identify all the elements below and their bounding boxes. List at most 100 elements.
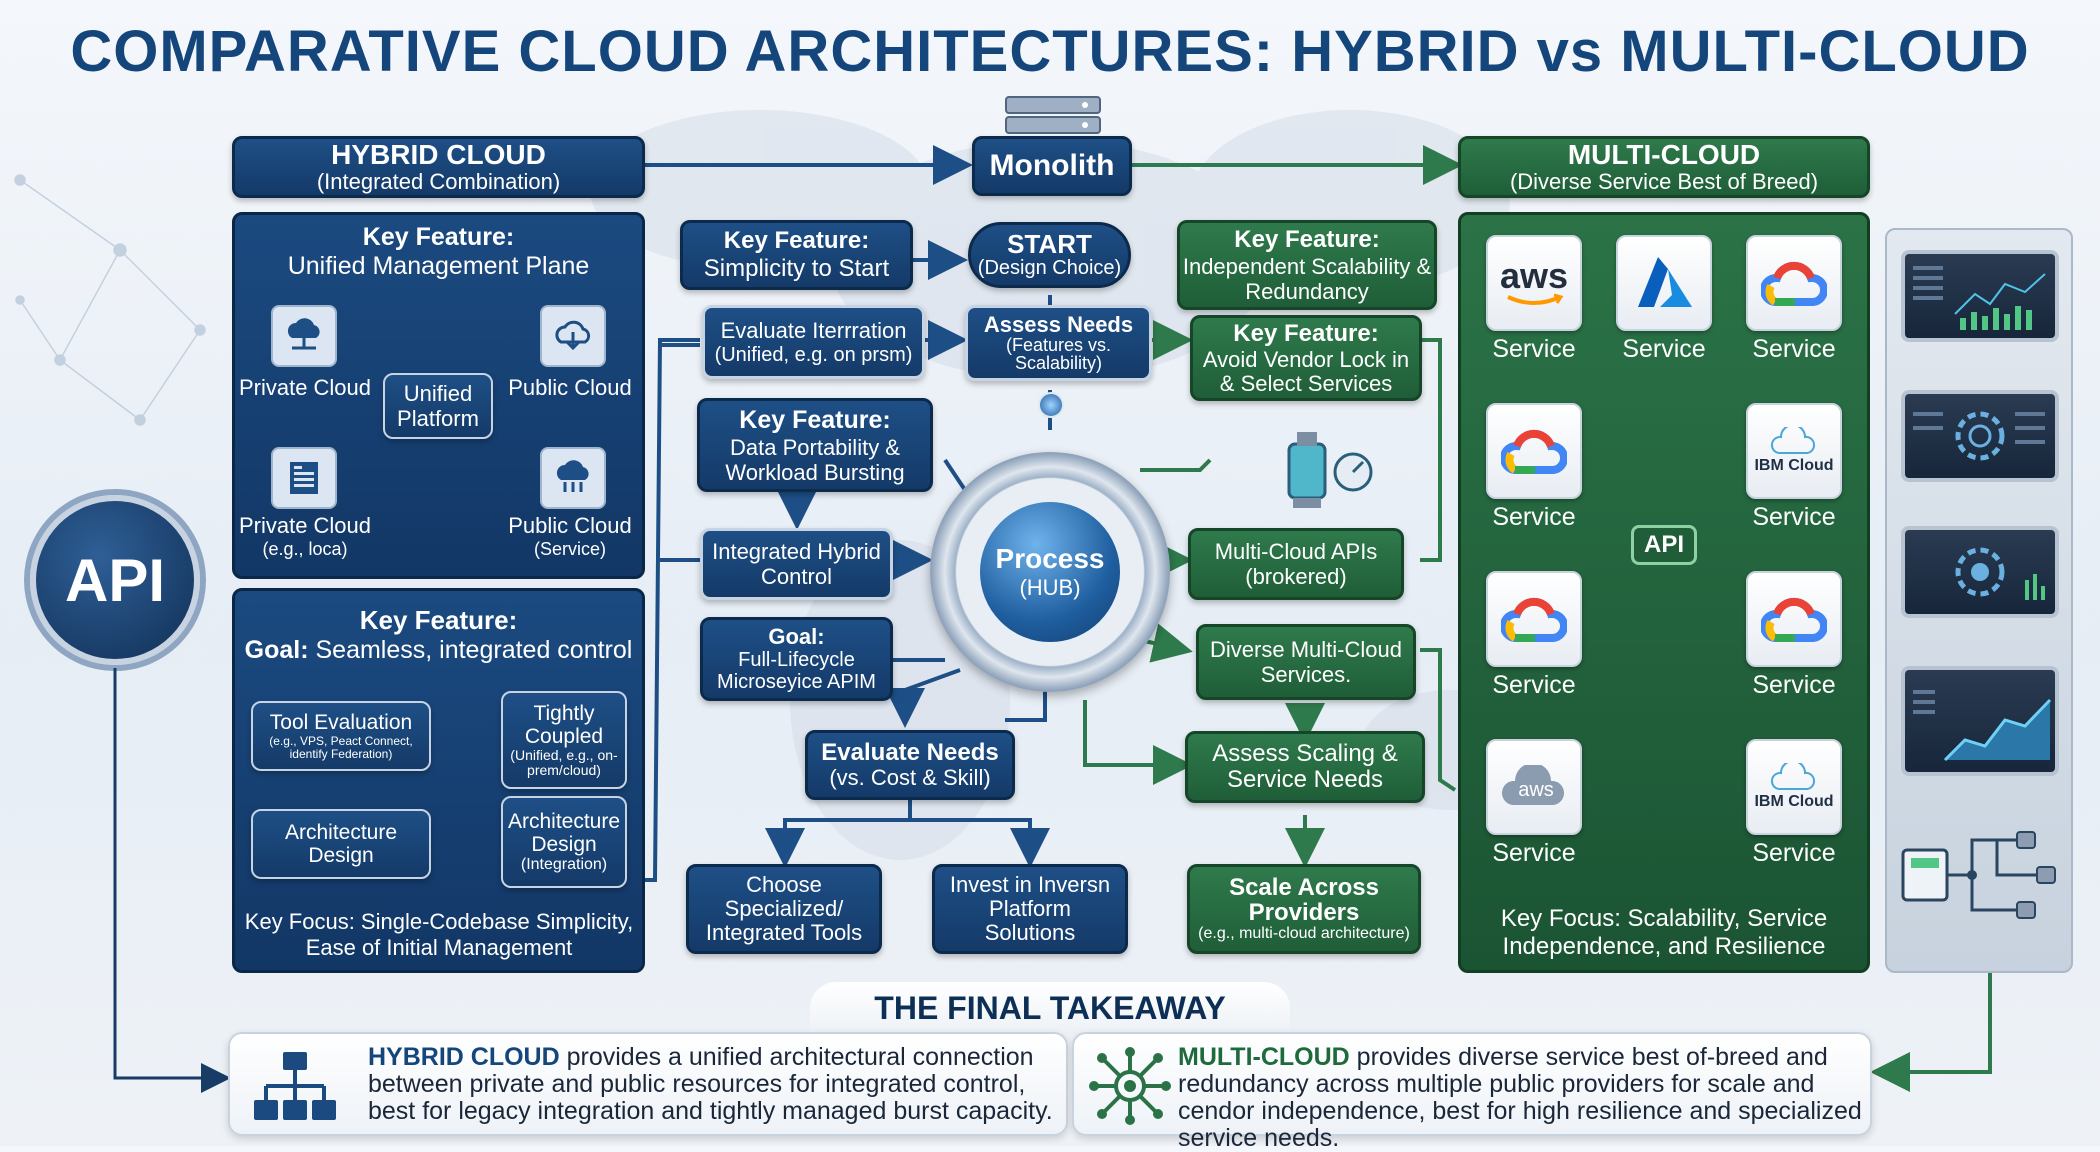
hybrid-cloud-header: HYBRID CLOUD (Integrated Combination) <box>232 136 645 198</box>
start-label: START <box>1007 228 1092 259</box>
multi-cloud-header: MULTI-CLOUD (Diverse Service Best of Bre… <box>1458 136 1870 198</box>
public-cloud-icon <box>540 305 606 367</box>
key-feature-vendor-lock: Key Feature: Avoid Vendor Lock in & Sele… <box>1190 315 1422 401</box>
architecture-design-label: Architecture Design <box>284 821 398 867</box>
evaluate-needs-node: Evaluate Needs (vs. Cost & Skill) <box>805 730 1015 800</box>
multi-takeaway-bold: MULTI-CLOUD <box>1178 1043 1350 1071</box>
service-label-1: Service <box>1492 335 1576 363</box>
aws-cloud-grey-icon[interactable]: aws <box>1486 739 1582 835</box>
multi-cloud-service-panel: aws Service Service Service Service IBM … <box>1458 212 1870 973</box>
process-hub-node: Process (HUB) <box>976 498 1124 646</box>
hybrid-goal-title: Key Feature: <box>359 605 518 635</box>
hybrid-goal-text: Seamless, integrated control <box>315 636 633 664</box>
private-cloud2-sub: (e.g., loca) <box>262 539 348 559</box>
hub-connector-dot <box>1038 392 1064 418</box>
unified-platform-node: Unified Platform <box>383 373 493 439</box>
architecture-design-node: Architecture Design <box>251 809 431 879</box>
goal-apim-node: Goal: Full-Lifecycle Microseyice APIM <box>700 617 893 701</box>
tightly-coupled-label: Tightly Coupled <box>524 702 604 748</box>
multi-key-focus: Key Focus: Scalability, Service Independ… <box>1500 905 1828 960</box>
aws-logo-text: aws <box>1499 255 1569 296</box>
integrated-hybrid-control-node: Integrated Hybrid Control <box>700 528 893 600</box>
service-label-7: Service <box>1752 671 1836 699</box>
hybrid-header-title: HYBRID CLOUD <box>331 139 546 170</box>
ibm-cloud-logo-icon[interactable]: IBM Cloud <box>1746 403 1842 499</box>
kf-simplicity-title: Key Feature: <box>723 227 870 254</box>
scale-across-sub: (e.g., multi-cloud architecture) <box>1198 925 1410 942</box>
monolith-node: Monolith <box>972 136 1132 196</box>
multi-header-subtitle: (Diverse Service Best of Breed) <box>1509 169 1819 194</box>
google-cloud-logo-icon-3[interactable] <box>1486 571 1582 667</box>
api-badge-label: API <box>64 546 166 614</box>
tool-evaluation-sub: (e.g., VPS, Peact Connect, identify Fede… <box>269 734 413 761</box>
evaluate-needs-label: Evaluate Needs <box>821 738 999 766</box>
hybrid-goal-panel: Key Feature: Goal: Seamless, integrated … <box>232 588 645 973</box>
service-label-2: Service <box>1622 335 1706 363</box>
hybrid-takeaway-bold: HYBRID CLOUD <box>368 1043 560 1071</box>
private-cloud-icon <box>271 305 337 367</box>
public-cloud-label: Public Cloud <box>508 375 632 400</box>
service-label-9: Service <box>1752 839 1836 867</box>
multi-api-label: API <box>1643 531 1684 558</box>
hybrid-feature1-text: Unified Management Plane <box>287 252 590 280</box>
hybrid-feature-panel: Key Feature: Unified Management Plane Pr… <box>232 212 645 579</box>
tightly-coupled-sub: (Unified, e.g., on-prem/cloud) <box>510 747 618 778</box>
evaluate-iteration-node: Evaluate Iterrration (Unified, e.g. on p… <box>702 305 925 379</box>
multi-cloud-apis-label: Multi-Cloud APIs (brokered) <box>1214 539 1378 589</box>
hybrid-feature1-title: Key Feature: <box>362 223 515 251</box>
unified-platform-label: Unified Platform <box>397 381 479 431</box>
key-feature-portability: Key Feature: Data Portability & Workload… <box>697 398 933 492</box>
tool-evaluation-node: Tool Evaluation (e.g., VPS, Peact Connec… <box>251 701 431 771</box>
hybrid-takeaway-card: HYBRID CLOUD provides a unified architec… <box>228 1032 1068 1136</box>
scale-across-label: Scale Across Providers <box>1229 874 1379 926</box>
choose-tools-label: Choose Specialized/ Integrated Tools <box>705 872 863 945</box>
assess-scaling-label: Assess Scaling & Service Needs <box>1212 740 1398 793</box>
takeaway-title: THE FINAL TAKEAWAY <box>874 989 1226 1026</box>
service-label-3: Service <box>1752 335 1836 363</box>
process-hub-ring: Process (HUB) <box>930 452 1170 692</box>
scale-across-providers-node: Scale Across Providers (e.g., multi-clou… <box>1187 864 1421 954</box>
takeaway-title-banner: THE FINAL TAKEAWAY <box>810 982 1290 1034</box>
google-cloud-logo-icon-2[interactable] <box>1486 403 1582 499</box>
ibm-cloud-logo-icon-2[interactable]: IBM Cloud <box>1746 739 1842 835</box>
api-badge: API <box>30 495 200 665</box>
assess-needs-sub: (Features vs. Scalability) <box>1005 335 1112 373</box>
key-feature-simplicity: Key Feature: Simplicity to Start <box>680 220 913 290</box>
monitor-settings <box>1901 526 2059 618</box>
process-sub: (HUB) <box>1019 575 1081 600</box>
google-cloud-logo-icon-4[interactable] <box>1746 571 1842 667</box>
kf-portability-text: Data Portability & Workload Bursting <box>725 434 905 485</box>
monitor-line-chart <box>1901 250 2059 342</box>
hybrid-header-subtitle: (Integrated Combination) <box>316 169 561 194</box>
tightly-coupled-node: Tightly Coupled (Unified, e.g., on-prem/… <box>501 691 627 789</box>
goal-apim-text: Full-Lifecycle Microseyice APIM <box>717 649 876 693</box>
key-feature-independent-scalability: Key Feature: Independent Scalability & R… <box>1177 220 1437 310</box>
start-sub: (Design Choice) <box>977 256 1122 279</box>
public-cloud2-label: Public Cloud <box>508 513 632 538</box>
multi-cloud-apis-node: Multi-Cloud APIs (brokered) <box>1188 528 1404 600</box>
assess-needs-node: Assess Needs (Features vs. Scalability) <box>965 305 1152 381</box>
kf-vendor-text: Avoid Vendor Lock in & Select Services <box>1202 347 1410 396</box>
service-label-6: Service <box>1492 671 1576 699</box>
assess-needs-label: Assess Needs <box>983 312 1134 337</box>
service-label-5: Service <box>1752 503 1836 531</box>
azure-logo-icon[interactable] <box>1616 235 1712 331</box>
private-cloud-label: Private Cloud <box>238 375 372 400</box>
kf-independent-text: Independent Scalability & Redundancy <box>1182 254 1432 304</box>
choose-tools-node: Choose Specialized/ Integrated Tools <box>686 864 882 954</box>
ibm-cloud-text: IBM Cloud <box>1754 457 1834 474</box>
evaluate-needs-sub: (vs. Cost & Skill) <box>829 764 991 790</box>
invest-platform-node: Invest in Inversn Platform Solutions <box>932 864 1128 954</box>
network-device-icon <box>1897 820 2067 930</box>
google-cloud-logo-icon[interactable] <box>1746 235 1842 331</box>
kf-vendor-title: Key Feature: <box>1233 320 1379 347</box>
aws-grey-text: aws <box>1518 779 1554 801</box>
goal-apim-title: Goal: <box>768 624 825 649</box>
monitor-area-chart <box>1901 666 2059 776</box>
multi-api-label-box: API <box>1631 525 1697 565</box>
multi-takeaway-card: MULTI-CLOUD provides diverse service bes… <box>1072 1032 1872 1152</box>
multi-takeaway-text: provides diverse service best of-breed a… <box>1178 1043 1862 1152</box>
aws-logo-icon[interactable]: aws <box>1486 235 1582 331</box>
hybrid-goal-label: Goal: <box>244 636 309 664</box>
hybrid-key-focus: Key Focus: Single-Codebase Simplicity, E… <box>244 909 634 960</box>
